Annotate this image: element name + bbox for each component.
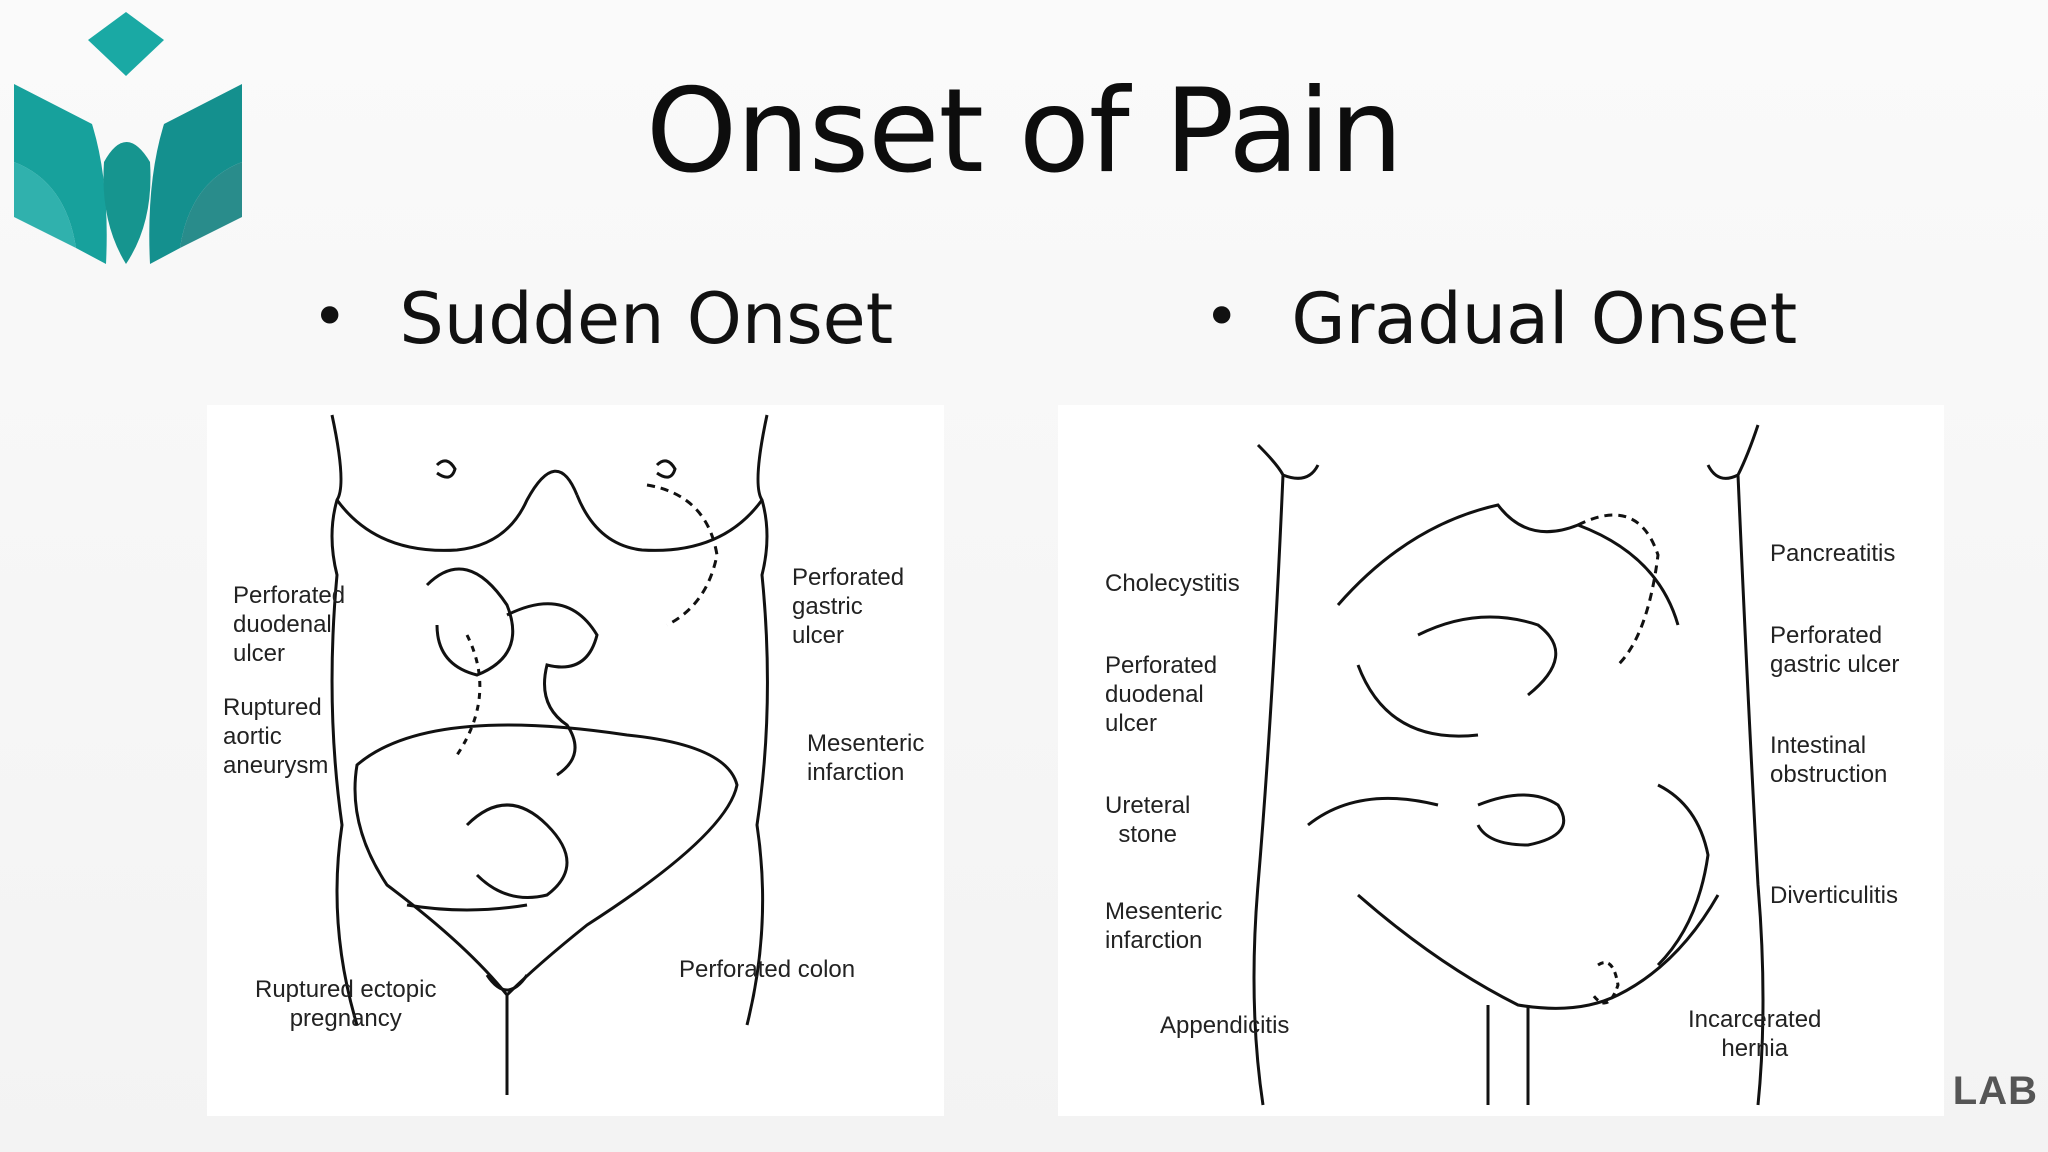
torso-outline-sudden: [330, 414, 769, 1095]
label-perforated-gastric-ulcer: Perforated gastric ulcer: [1770, 622, 1900, 678]
sudden-onset-diagram: Perforated duodenal ulcer Perforated gas…: [207, 405, 944, 1116]
label-mesenteric-infarction: Mesenteric infarction: [1105, 898, 1223, 954]
label-perforated-duodenal-ulcer: Perforated duodenal ulcer: [233, 582, 346, 667]
label-ureteral-stone: Ureteral stone: [1105, 792, 1191, 848]
label-intestinal-obstruction: Intestinal obstruction: [1770, 732, 1888, 788]
label-perforated-duodenal-ulcer: Perforated duodenal ulcer: [1105, 652, 1218, 737]
label-appendicitis: Appendicitis: [1160, 1012, 1290, 1039]
label-pancreatitis: Pancreatitis: [1770, 540, 1896, 567]
bullet-label: Sudden Onset: [399, 278, 894, 360]
label-cholecystitis: Cholecystitis: [1105, 570, 1240, 597]
slide-title: Onset of Pain: [645, 64, 1403, 199]
label-diverticulitis: Diverticulitis: [1770, 882, 1899, 909]
brand-logo-icon: [14, 12, 242, 264]
label-perforated-gastric-ulcer: Perforated gastric ulcer: [792, 564, 905, 649]
label-perforated-colon: Perforated colon: [679, 956, 856, 983]
watermark-text: LAB: [1952, 1069, 2038, 1113]
label-ruptured-aortic-aneurysm: Ruptured aortic aneurysm: [223, 694, 329, 779]
torso-outline-gradual: [1252, 424, 1765, 1106]
gradual-onset-diagram: Cholecystitis Pancreatitis Perforated du…: [1058, 405, 1944, 1116]
bullet-gradual-onset: • Gradual Onset: [1204, 278, 1797, 360]
label-mesenteric-infarction: Mesenteric infarction: [807, 730, 925, 786]
bullet-label: Gradual Onset: [1291, 278, 1798, 360]
label-incarcerated-hernia: Incarcerated hernia: [1688, 1006, 1822, 1062]
bullet-dot-icon: •: [1204, 282, 1240, 352]
label-ruptured-ectopic-pregnancy: Ruptured ectopic pregnancy: [255, 976, 437, 1032]
bullet-sudden-onset: • Sudden Onset: [312, 278, 893, 360]
bullet-dot-icon: •: [312, 282, 348, 352]
